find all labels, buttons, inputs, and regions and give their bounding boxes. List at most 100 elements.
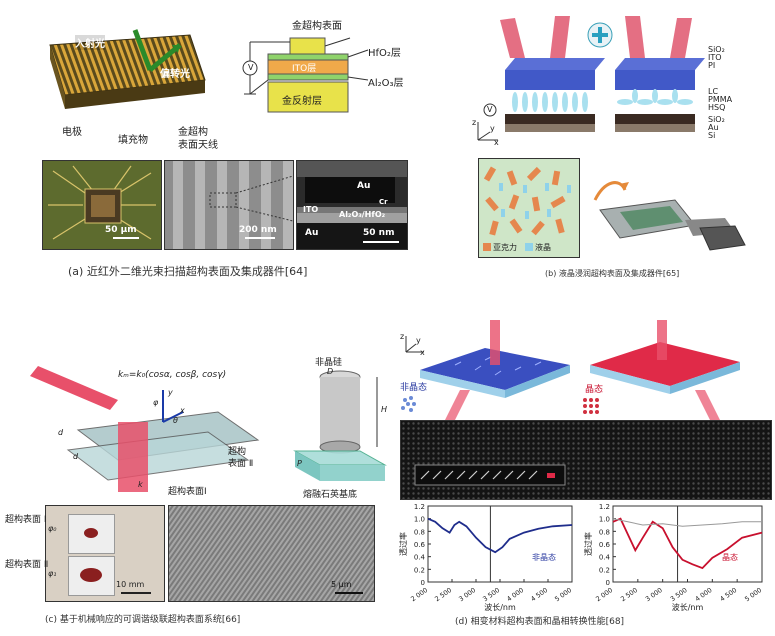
electrode-label: 电极 (62, 127, 82, 138)
label-theta: θ (173, 416, 178, 425)
label-y: y (168, 388, 173, 397)
label-x: x (180, 406, 185, 415)
chip-rendering (585, 170, 755, 260)
x-tick-label: 2 500 (433, 586, 453, 603)
y-tick-label: 0.8 (599, 528, 610, 536)
scale-label-200nm: 200 nm (239, 225, 277, 235)
series-line-0 (612, 517, 763, 570)
x-tick-label: 5 000 (743, 586, 763, 603)
label-d1: d (58, 428, 64, 437)
axis-z-b: z (472, 118, 477, 127)
axes-d: z x y (400, 332, 428, 358)
pillar-unit-cell: 非晶硅 D H P 熔融石英基底 (285, 355, 395, 505)
y-tick-label: 1.2 (414, 503, 425, 511)
legend-lc: 液晶 (535, 243, 551, 252)
y-tick-label: 1.0 (599, 516, 610, 524)
metasurface-2-label-a: 超构 (228, 447, 247, 457)
x-tick-label: 5 000 (553, 586, 573, 603)
x-tick-label: 4 500 (718, 586, 738, 603)
x-tick-label: 2 000 (409, 586, 429, 603)
au-bottom-label: Au (305, 228, 319, 238)
phase-change-sem (400, 420, 772, 500)
tem-cross-section: Au Cr ITO Al₂O₃/HfO₂ Au 50 nm (296, 160, 408, 250)
x-tick-label: 3 000 (644, 586, 664, 603)
y-tick-label: 1.2 (599, 503, 610, 511)
lc-device-diagram: V (470, 10, 730, 150)
layer-au: Au (708, 123, 719, 132)
y-tick-label: 0.6 (599, 541, 611, 549)
metasurface-1-label: 超构表面Ⅰ (168, 487, 207, 497)
y-axis-label: 透过率 (583, 532, 593, 556)
y-tick-label: 0.4 (599, 554, 611, 562)
label-phi: φ (153, 398, 159, 407)
metasurface-2-label-b: 表面 Ⅱ (228, 459, 254, 469)
cascaded-metasurface-diagram: kₘ=k₀(cosα, cosβ, cosγ) y x φ θ d d k 超构… (18, 360, 278, 500)
gold-metasurface-label: 金超构表面 (292, 21, 342, 32)
crystalline-label: 晶态 (585, 385, 604, 395)
layer-pi: PI (708, 61, 716, 70)
deflected-light-label: 偏转光 (160, 69, 190, 80)
axis-x-b: x (494, 138, 499, 147)
gold-antenna-label-1: 金超构 (178, 127, 208, 138)
ito-layer-label: ITO (303, 205, 319, 214)
voltage-source-label: V (248, 63, 254, 72)
axes-b: z x y (472, 118, 502, 148)
x-tick-label: 2 500 (619, 586, 639, 603)
metasurface-closeup: 亚克力 液晶 (478, 158, 580, 258)
y-tick-label: 0.8 (414, 528, 425, 536)
x-tick-label: 2 000 (594, 586, 614, 603)
layer-lc: LC (708, 87, 719, 96)
scale-label-50nm: 50 nm (363, 228, 395, 238)
chart-annotation: 晶态 (722, 552, 738, 562)
label-d2: d (73, 452, 79, 461)
x-tick-label: 4 000 (694, 586, 714, 603)
legend-resist: 亚克力 (493, 243, 517, 252)
layer-legend-b: SiO₂ ITO PI LC PMMA HSQ SiO₂ Au Si (708, 45, 758, 140)
panel-d-caption: (d) 相变材料超构表面和晶相转换性能[68] (455, 617, 625, 627)
label-H: H (381, 405, 388, 414)
optical-micrograph: 50 μm (42, 160, 162, 250)
amorphous-si-label: 非晶硅 (315, 358, 343, 368)
x-tick-label: 3 500 (481, 586, 501, 603)
axis-x-d: x (420, 348, 425, 357)
substrate-label: 熔融石英基底 (303, 490, 358, 500)
label-k: k (138, 480, 143, 489)
y-axis-label: 透过率 (398, 532, 408, 556)
sem-micrograph: 200 nm (164, 160, 294, 250)
amorphous-label: 非晶态 (400, 383, 428, 393)
x-axis-label: 波长/nm (672, 602, 704, 612)
photo-label-phi0: φ₀ (48, 524, 57, 533)
panel-a-caption: (a) 近红外二维光束扫描超构表面及集成器件[64] (68, 265, 308, 278)
panel-b-caption: (b) 液晶浸润超构表面及集成器件[65] (545, 269, 680, 278)
scale-label-10mm: 10 mm (116, 580, 145, 589)
incident-light-label: 入射光 (75, 35, 105, 50)
photo-label-phi1: φ₁ (48, 569, 57, 578)
x-tick-label: 3 500 (669, 586, 689, 603)
axis-y-d: y (416, 336, 421, 345)
metasurface-sem: 5 μm (168, 505, 375, 602)
y-tick-label: 0 (421, 579, 425, 587)
scale-label-50um: 50 μm (105, 225, 137, 235)
phase-change-diagram: 非晶态 晶态 (395, 320, 770, 420)
ito-label: ITO层 (292, 64, 317, 74)
layer-si: Si (708, 131, 716, 140)
plot-frame (612, 505, 763, 583)
y-tick-label: 0.4 (414, 554, 426, 562)
layer-sio2-top: SiO₂ (708, 45, 725, 54)
x-tick-label: 3 000 (457, 586, 477, 603)
panel-c-caption: (c) 基于机械响应的可调谐级联超构表面系统[66] (45, 615, 241, 625)
y-tick-label: 0.2 (414, 566, 425, 574)
voltage-label-b: V (487, 105, 493, 114)
hfo2-label: HfO₂层 (368, 48, 401, 59)
layer-pmma: PMMA (708, 95, 733, 104)
layer-stack-diagram: V 金超构表面 HfO₂层 ITO层 Al₂O₃层 金反射层 (240, 10, 420, 130)
y-tick-label: 0.2 (599, 566, 610, 574)
gold-antenna-label-2: 表面天线 (178, 140, 218, 151)
x-axis-label: 波长/nm (484, 602, 516, 612)
chart-annotation: 非晶态 (532, 552, 556, 562)
y-tick-label: 1.0 (414, 516, 425, 524)
